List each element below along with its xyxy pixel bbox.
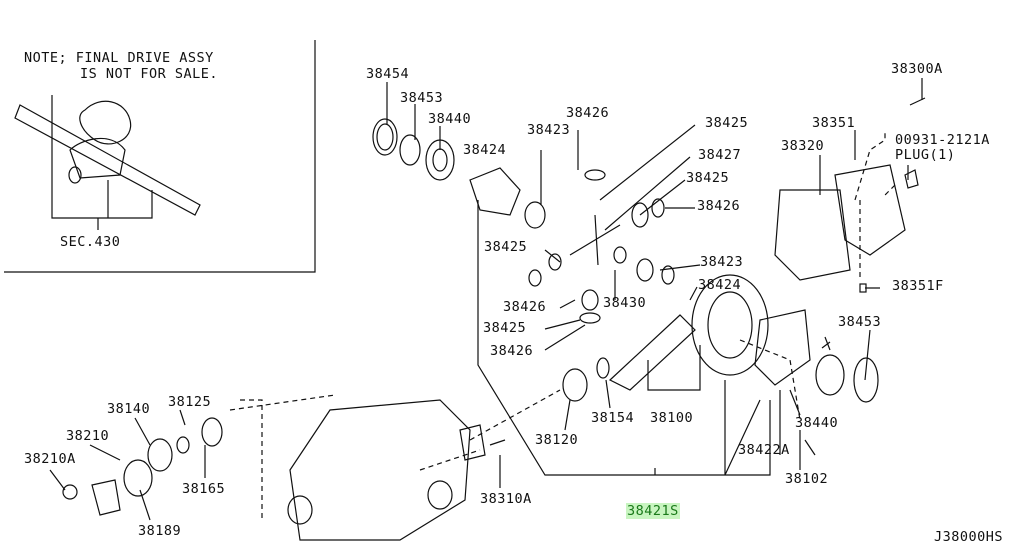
part-label[interactable]: 38210	[66, 428, 110, 444]
part-label[interactable]: 38427	[698, 147, 742, 163]
part-label[interactable]: 38426	[697, 198, 741, 214]
part-label[interactable]: 38140	[107, 401, 151, 417]
part-label[interactable]: 38100	[650, 410, 694, 426]
part-label[interactable]: 38165	[182, 481, 226, 497]
part-label[interactable]: 38430	[603, 295, 647, 311]
part-label[interactable]: 38453	[400, 90, 444, 106]
part-label[interactable]: 38210A	[24, 451, 76, 467]
part-label[interactable]: 38189	[138, 523, 182, 539]
part-label[interactable]: 38426	[503, 299, 547, 315]
part-label[interactable]: 38125	[168, 394, 212, 410]
part-label[interactable]: 38310A	[480, 491, 532, 507]
axle-assembly-illustration	[14, 95, 201, 230]
part-label[interactable]: 38440	[428, 111, 472, 127]
diagram-code: J38000HS	[934, 529, 1004, 545]
inset-note-line1: NOTE; FINAL DRIVE ASSY	[24, 50, 214, 66]
part-label[interactable]: 38454	[366, 66, 410, 82]
inset-frame	[4, 40, 316, 273]
part-label[interactable]: 38154	[591, 410, 635, 426]
part-shapes	[62, 97, 926, 541]
section-reference[interactable]: SEC.430	[60, 234, 121, 250]
part-label[interactable]: 38351	[812, 115, 856, 131]
part-label[interactable]: 38425	[705, 115, 749, 131]
part-label[interactable]: 00931-2121A	[895, 132, 990, 148]
part-label[interactable]: 38120	[535, 432, 579, 448]
part-label[interactable]: 38426	[490, 343, 534, 359]
inset-note-line2: IS NOT FOR SALE.	[80, 66, 219, 82]
part-label[interactable]: 38425	[483, 320, 527, 336]
part-label[interactable]: 38424	[698, 277, 742, 293]
part-label[interactable]: 38300A	[891, 61, 943, 77]
part-label-plug: PLUG(1)	[895, 147, 956, 163]
part-label-highlighted[interactable]: 38421S	[626, 503, 680, 519]
part-label[interactable]: 38320	[781, 138, 825, 154]
part-label[interactable]: 38102	[785, 471, 829, 487]
part-label[interactable]: 38423	[527, 122, 571, 138]
part-label[interactable]: 38426	[566, 105, 610, 121]
highlighted-part-number[interactable]: 38421S	[626, 503, 680, 519]
part-label[interactable]: 38423	[700, 254, 744, 270]
part-label[interactable]: 38422A	[738, 442, 790, 458]
part-label[interactable]: 38424	[463, 142, 507, 158]
part-label[interactable]: 38351F	[892, 278, 944, 294]
part-label[interactable]: 38453	[838, 314, 882, 330]
part-label[interactable]: 38440	[795, 415, 839, 431]
part-label[interactable]: 38425	[686, 170, 730, 186]
part-label[interactable]: 38425	[484, 239, 528, 255]
